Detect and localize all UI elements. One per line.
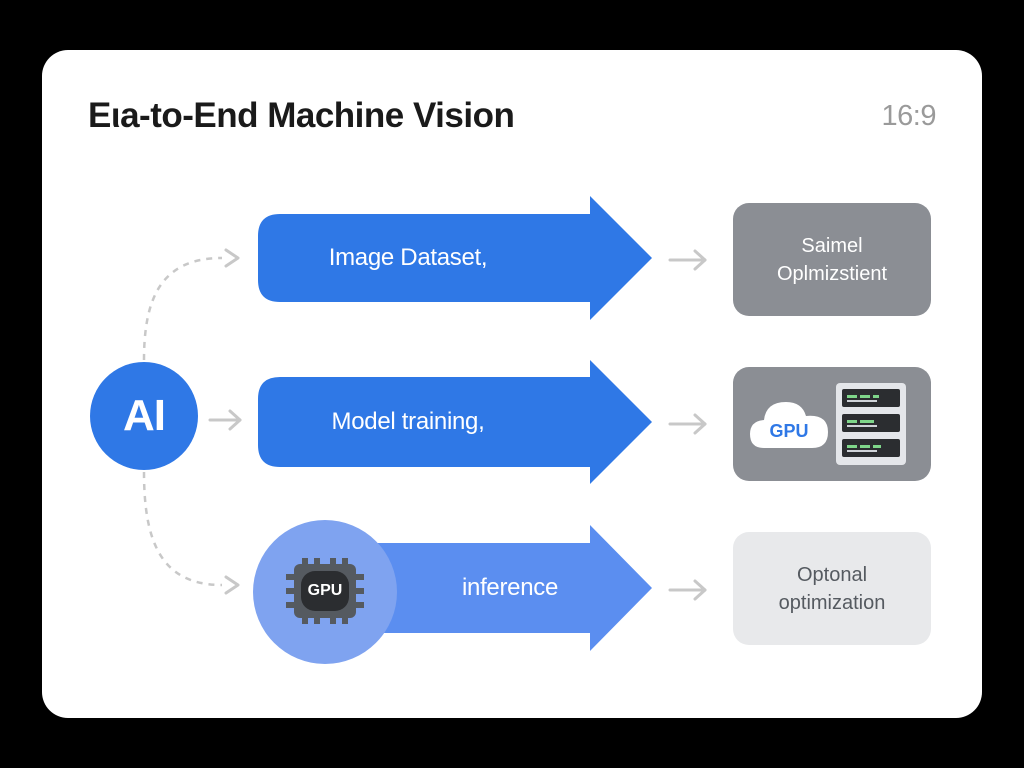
diagram-title: Eιa-to-End Machine Vision — [88, 96, 515, 135]
output-box-3: Optonal optimization — [733, 532, 931, 645]
arrow-right-icon — [668, 413, 707, 435]
cloud-icon — [750, 402, 828, 448]
arrow-right-icon — [668, 579, 707, 601]
connector-to-stage-3 — [142, 471, 223, 587]
output-box-1-line-2: Oplmizstient — [776, 262, 888, 285]
connector-to-stage-1 — [142, 256, 223, 361]
aspect-ratio-label: 16:9 — [881, 100, 937, 132]
output-box-3-line-2: optimization — [778, 591, 886, 614]
stage-label-image-dataset: Image Dataset, — [328, 244, 488, 271]
arrow-right-icon — [668, 249, 707, 271]
stage-arrow-model-training — [258, 360, 652, 484]
stage-label-model-training: Model training, — [331, 408, 485, 435]
gear-icon — [286, 558, 364, 624]
server-rack-icon — [836, 383, 906, 465]
ai-source-node: AI — [90, 362, 198, 470]
output-box-1-line-1: Saimel — [801, 234, 863, 257]
output-box-3-line-1: Optonal — [796, 563, 868, 586]
output-box-1: Saimel Oplmizstient — [733, 203, 931, 316]
stage-arrow-inference — [330, 525, 652, 651]
gpu-chip-label: GPU — [307, 582, 343, 599]
stage-arrow-image-dataset — [258, 196, 652, 320]
chevron-arrow-icon — [224, 575, 240, 595]
stage-label-inference: inference — [461, 574, 559, 601]
cloud-gpu-label: GPU — [769, 420, 809, 441]
chevron-arrow-icon — [224, 248, 240, 268]
arrow-right-icon — [208, 409, 242, 431]
